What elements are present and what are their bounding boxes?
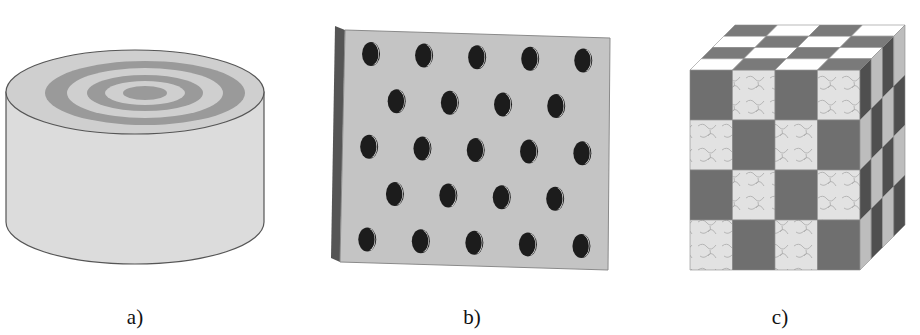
plate-hole (439, 184, 457, 208)
cube-face (690, 70, 860, 270)
figure-label: a) (127, 306, 143, 329)
cube-face (860, 25, 905, 270)
plate-hole (493, 185, 511, 209)
plate-hole (519, 232, 537, 256)
plate-hole (572, 234, 590, 258)
plate-hole (360, 135, 378, 159)
plate-hole (520, 140, 538, 164)
plate-hole (546, 187, 564, 211)
plate-hole (521, 47, 539, 71)
plate-hole (412, 229, 430, 253)
plate-hole (573, 141, 591, 165)
figure-label: c) (772, 306, 788, 329)
plate-hole (467, 138, 485, 162)
plate-hole (362, 42, 380, 66)
plate-hole (415, 44, 433, 68)
plate-hole (465, 231, 483, 255)
plate-hole (547, 94, 565, 118)
plate-hole (413, 136, 431, 160)
plate-hole (574, 48, 592, 72)
plate-hole (468, 45, 486, 69)
checkered-cube (690, 25, 905, 270)
plate-hole (358, 228, 376, 252)
cylinder (6, 50, 264, 264)
plate-hole (441, 91, 459, 115)
figure-label: b) (463, 306, 481, 329)
plate-hole (388, 89, 406, 113)
plate-hole (494, 92, 512, 116)
perforated-plate (331, 26, 610, 270)
plate-hole (386, 182, 404, 206)
